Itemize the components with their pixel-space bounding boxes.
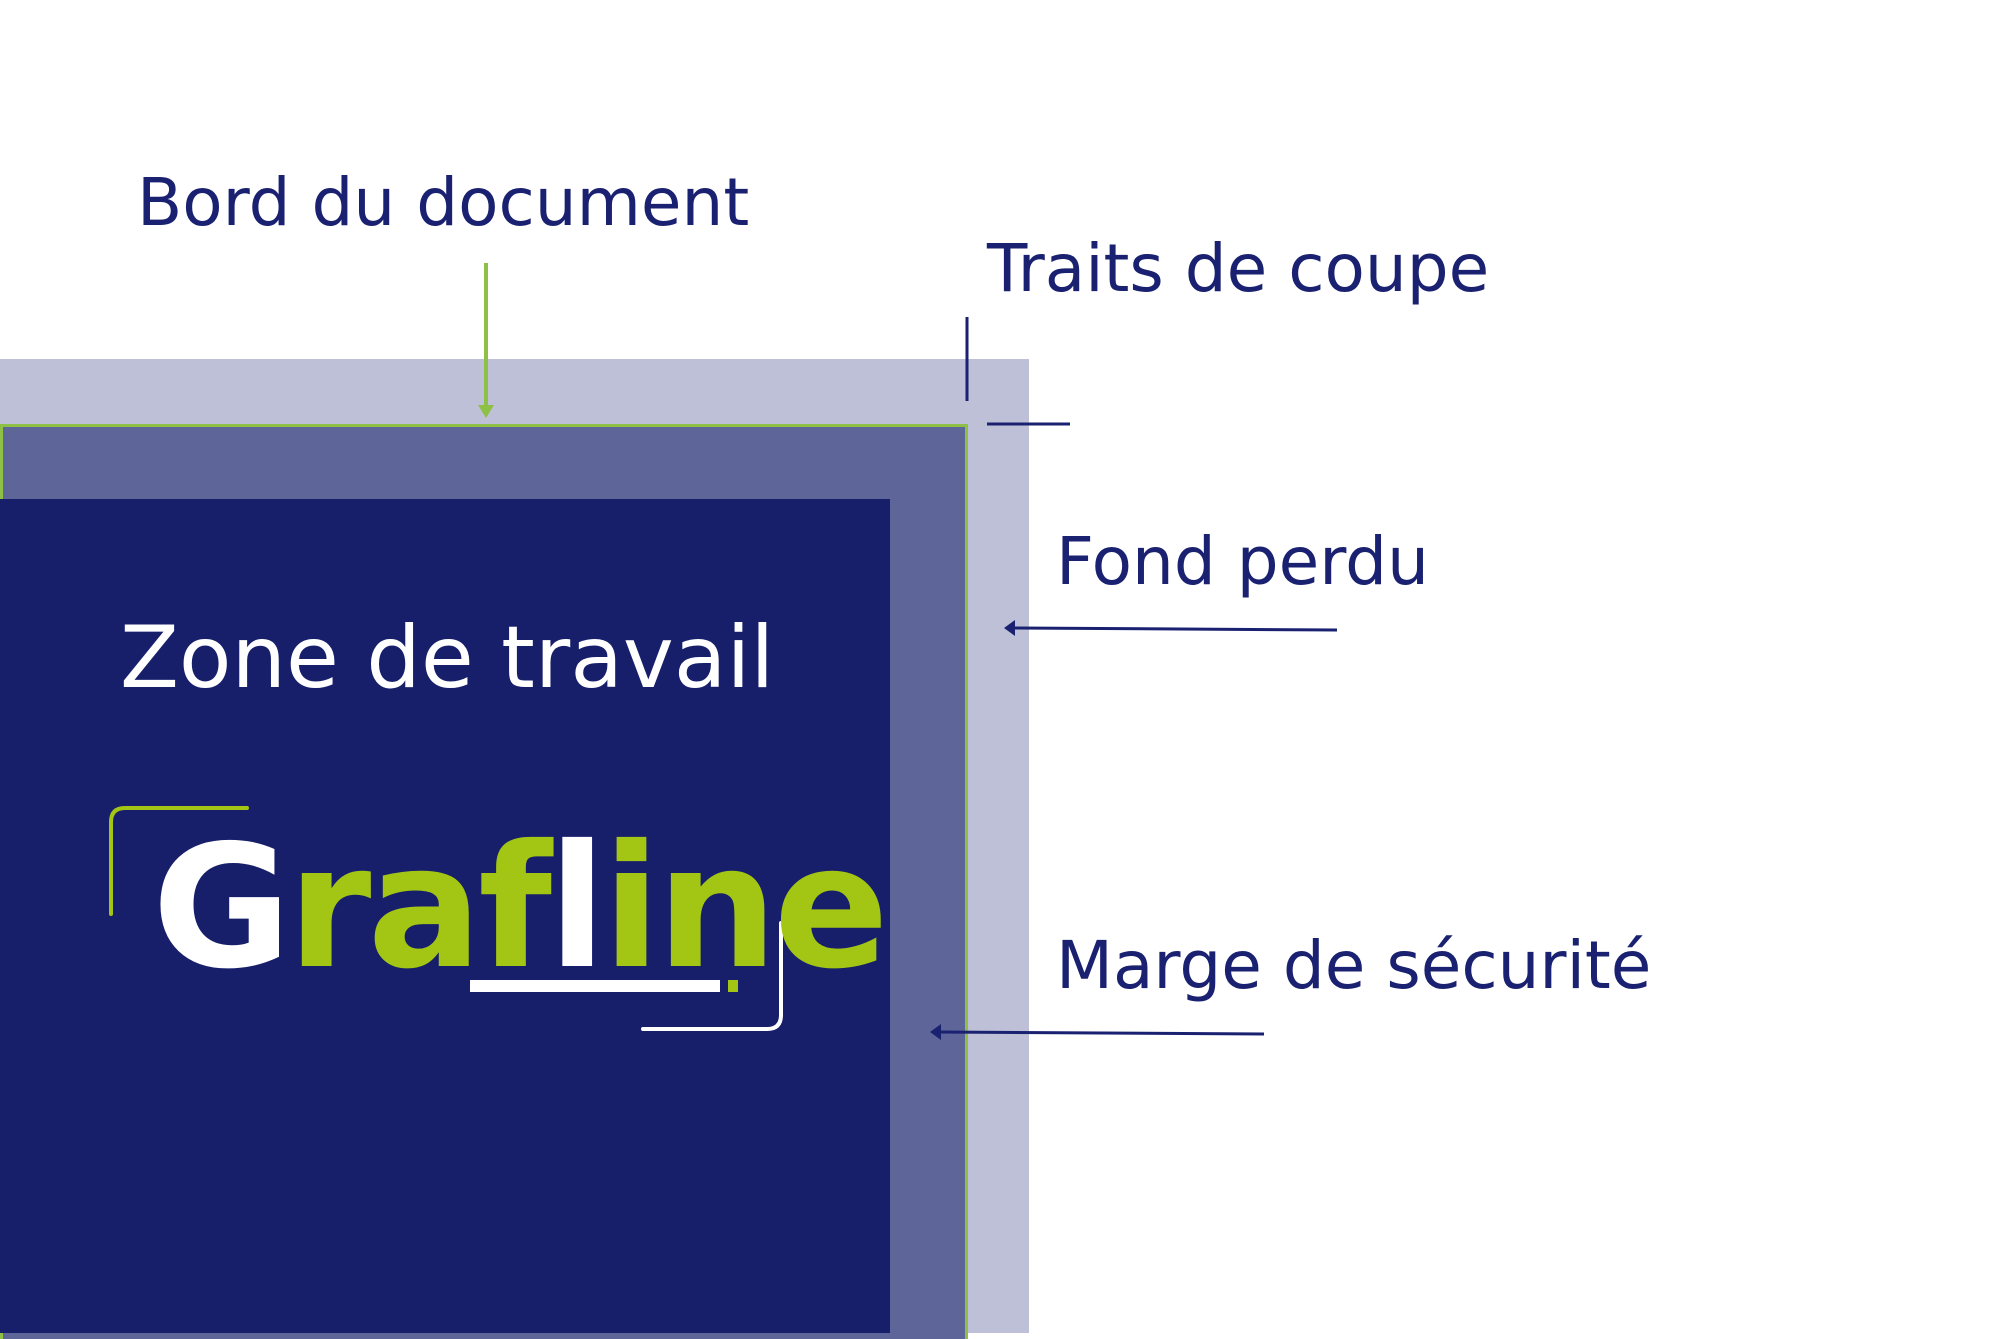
- bleed-label: Fond perdu: [1056, 523, 1429, 600]
- work-zone-label: Zone de travail: [120, 608, 775, 708]
- safety-margin-arrow: [930, 1024, 1265, 1040]
- work-zone: [0, 499, 890, 1333]
- grafline-logo: Grafline: [109, 806, 889, 1031]
- bleed-arrow: [1004, 620, 1338, 636]
- crop-marks: [965, 317, 1070, 426]
- document-edge-label: Bord du document: [137, 164, 750, 241]
- document-edge-arrow: [478, 263, 494, 418]
- safety-margin-label: Marge de sécurité: [1056, 927, 1652, 1004]
- crop-marks-label: Traits de coupe: [987, 230, 1490, 307]
- svg-text:Grafline: Grafline: [152, 809, 885, 1007]
